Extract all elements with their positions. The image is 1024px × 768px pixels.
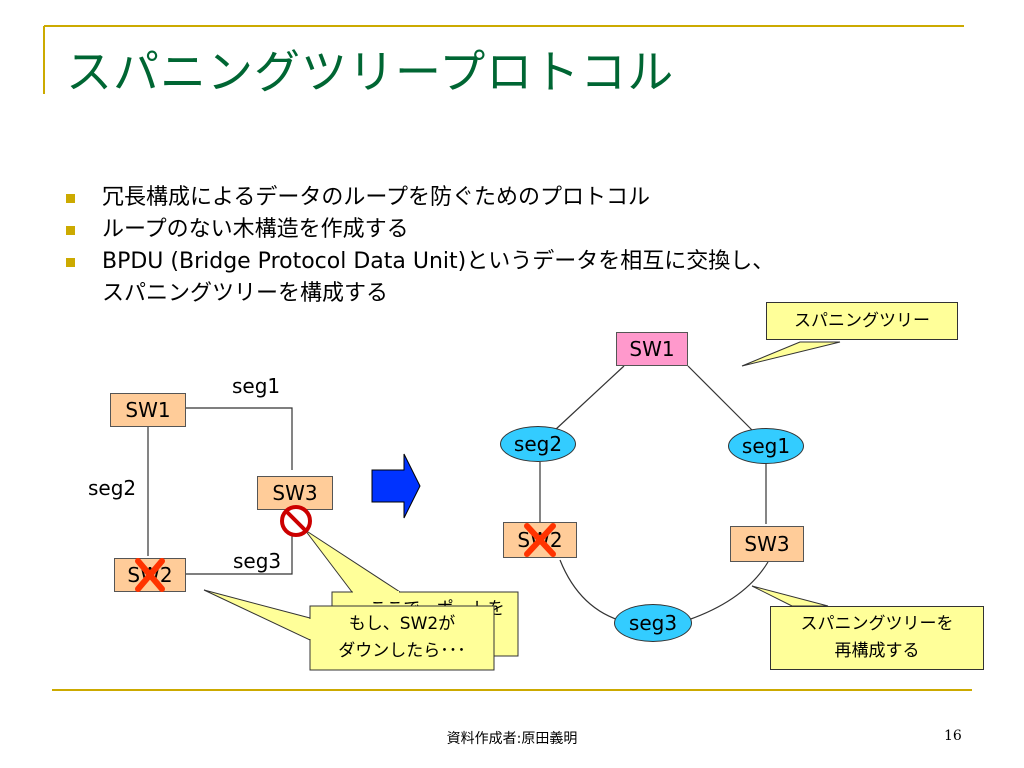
left-sw3: SW3 bbox=[257, 476, 333, 510]
bullet-list: 冗長構成によるデータのループを防ぐためのプロトコル ループのない木構造を作成する… bbox=[66, 182, 976, 310]
right-link-sw1-seg1 bbox=[687, 365, 753, 431]
callout-front-line1: もし、SW2が bbox=[348, 614, 456, 634]
callout-bottom-line1: スパニングツリーを bbox=[800, 614, 954, 634]
bullet-text: ループのない木構造を作成する bbox=[102, 217, 409, 242]
left-seg3-label: seg3 bbox=[233, 549, 282, 573]
callout-bottom-line2: 再構成する bbox=[834, 641, 920, 661]
left-seg2-label: seg2 bbox=[88, 476, 137, 500]
left-sw1: SW1 bbox=[110, 393, 186, 427]
right-link-sw1-seg2 bbox=[554, 365, 625, 431]
bullet-item: BPDU (Bridge Protocol Data Unit)というデータを相… bbox=[66, 246, 782, 310]
bullet-marker bbox=[66, 226, 75, 235]
bullet-text: 冗長構成によるデータのループを防ぐためのプロトコル bbox=[102, 185, 651, 210]
left-link-seg1 bbox=[186, 407, 293, 470]
callout-top-box bbox=[766, 302, 958, 340]
left-seg1-label: seg1 bbox=[232, 374, 281, 398]
page-number: 16 bbox=[944, 728, 962, 744]
right-seg3: seg3 bbox=[614, 604, 692, 642]
right-sw2-cross-icon bbox=[524, 523, 556, 557]
right-sw3: SW3 bbox=[730, 526, 804, 562]
bullet-text: BPDU (Bridge Protocol Data Unit)というデータを相… bbox=[102, 249, 775, 306]
right-sw1: SW1 bbox=[616, 332, 688, 366]
right-seg1: seg1 bbox=[728, 428, 804, 464]
blocked-port-icon bbox=[280, 505, 312, 537]
callout-front-box bbox=[309, 605, 495, 671]
transition-arrow-icon bbox=[371, 453, 421, 519]
callout-front-line2: ダウンしたら･･･ bbox=[338, 641, 466, 661]
page-title: スパニングツリープロトコル bbox=[66, 45, 675, 99]
right-link-seg3-sw3 bbox=[687, 561, 769, 621]
bullet-item: ループのない木構造を作成する bbox=[66, 214, 976, 246]
bullet-marker bbox=[66, 258, 75, 267]
left-sw2-cross-icon bbox=[135, 558, 165, 592]
bullet-marker bbox=[66, 194, 75, 203]
right-seg2: seg2 bbox=[500, 426, 576, 462]
callout-top-text: スパニングツリー bbox=[794, 311, 930, 331]
callout-bottom-box bbox=[770, 606, 984, 670]
bullet-item: 冗長構成によるデータのループを防ぐためのプロトコル bbox=[66, 182, 976, 214]
footer-author: 資料作成者:原田義明 bbox=[446, 731, 578, 747]
callout-top-tail bbox=[741, 341, 841, 367]
